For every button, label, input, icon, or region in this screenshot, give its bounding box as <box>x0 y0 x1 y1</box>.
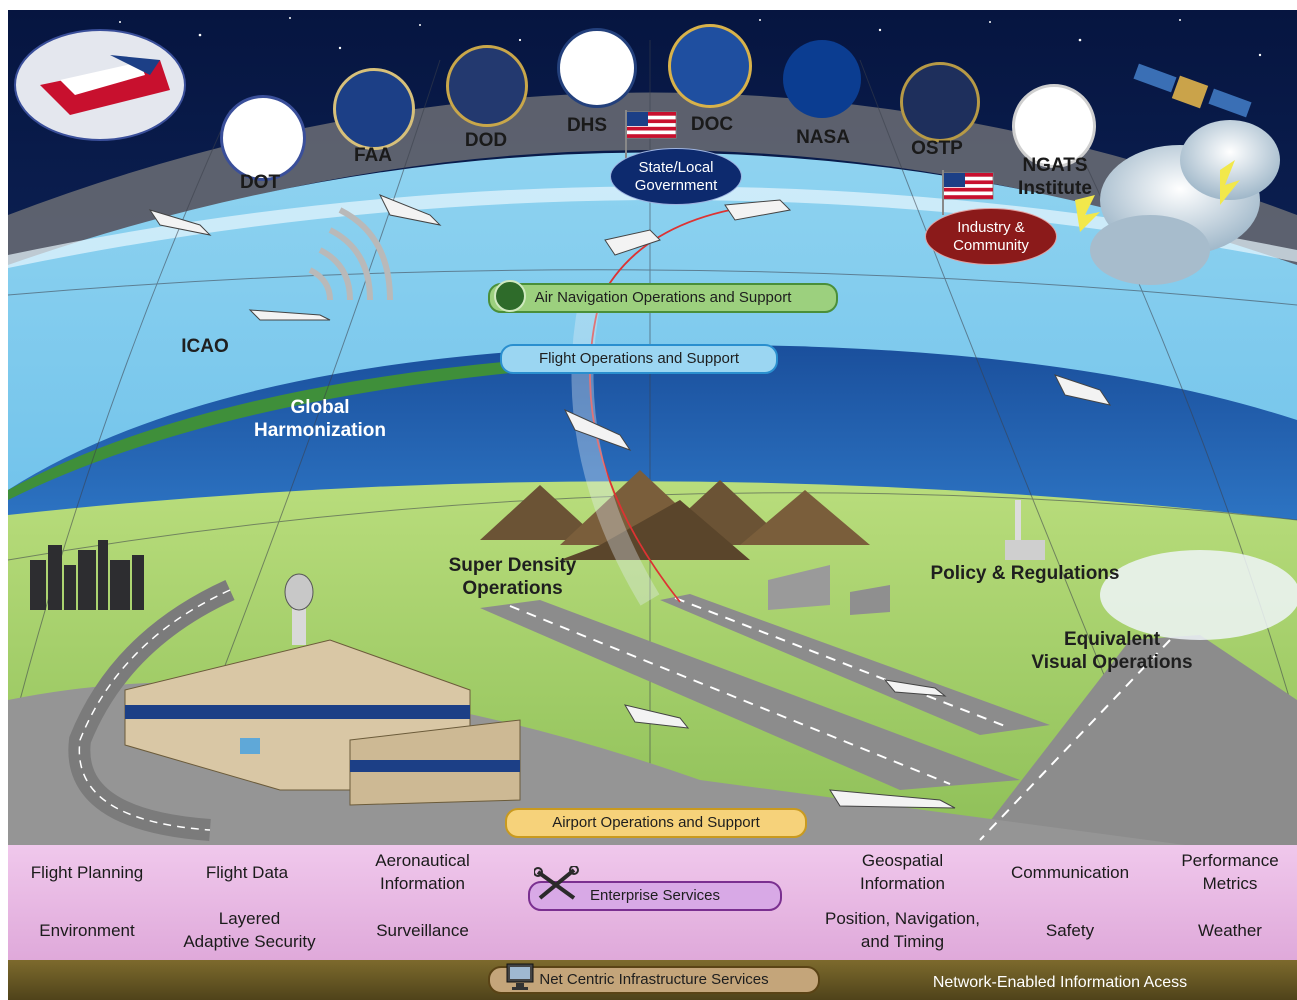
air-navigation-pill: Air Navigation Operations and Support <box>488 283 838 313</box>
flags <box>625 110 994 215</box>
radar-icon <box>494 280 526 312</box>
service-surveillance: Surveillance <box>376 920 469 940</box>
doc-seal <box>668 24 752 108</box>
state-local-government-oval: State/Local Government <box>610 148 742 205</box>
service-communication: Communication <box>1010 862 1130 882</box>
satellite <box>1133 63 1252 118</box>
service-layered-adaptive-security: Layered Adaptive Security <box>183 909 316 951</box>
nasa-logo <box>783 40 861 118</box>
policy-regulations-label: Policy & Regulations <box>930 563 1120 584</box>
service-performance-metrics: Performance Metrics <box>1181 851 1279 893</box>
dot-seal <box>220 95 306 181</box>
signal-waves <box>308 207 393 301</box>
office-buildings <box>768 500 1045 615</box>
service-flight-planning: Flight Planning <box>30 862 144 882</box>
service-safety: Safety <box>1045 920 1095 940</box>
service-aeronautical-information: Aeronautical Information <box>375 851 470 893</box>
global-harmonization-label: Global Harmonization <box>254 397 386 441</box>
agency-dod: DOD <box>464 130 508 151</box>
ngats-logo <box>1012 84 1096 168</box>
equivalent-visual-operations-label: Equivalent Visual Operations <box>1031 629 1193 673</box>
service-flight-data: Flight Data <box>205 862 289 882</box>
agency-ostp: OSTP <box>911 138 963 159</box>
agency-nasa: NASA <box>796 127 850 148</box>
mountains <box>480 470 870 560</box>
storm-cloud <box>1075 120 1280 285</box>
icao-label: ICAO <box>181 336 229 357</box>
jpdo-emblem <box>14 29 186 141</box>
network-enabled-information-access: Network-Enabled Information Acess <box>932 974 1188 991</box>
city-skyline <box>30 540 144 610</box>
ostp-seal <box>900 62 980 142</box>
agency-faa: FAA <box>354 145 392 166</box>
runways <box>8 594 1297 860</box>
net-centric-pill: Net Centric Infrastructure Services <box>488 966 820 994</box>
agency-doc: DOC <box>690 114 734 135</box>
service-position-navigation-timing: Position, Navigation, and Timing <box>825 909 980 951</box>
stars <box>29 17 1262 111</box>
service-environment: Environment <box>39 920 135 940</box>
agency-ngats: NGATS Institute <box>1018 155 1092 199</box>
faa-seal <box>333 68 415 150</box>
super-density-operations-label: Super Density Operations <box>448 555 577 599</box>
terminal-building <box>124 639 521 806</box>
industry-community-oval: Industry & Community <box>925 208 1057 265</box>
flight-trajectory <box>589 204 761 603</box>
flight-operations-pill: Flight Operations and Support <box>500 344 778 374</box>
control-tower <box>284 573 314 645</box>
airport-operations-pill: Airport Operations and Support <box>505 808 807 838</box>
dhs-seal <box>557 28 637 108</box>
enterprise-services-pill: Enterprise Services <box>528 881 782 911</box>
service-weather: Weather <box>1198 920 1262 940</box>
fog-cloud <box>1100 550 1297 640</box>
aircraft <box>148 194 1112 809</box>
agency-dhs: DHS <box>566 115 608 136</box>
service-geospatial-information: Geospatial Information <box>859 851 946 893</box>
wrench-icon <box>533 865 580 902</box>
monitor-icon <box>504 962 538 992</box>
dod-seal <box>446 45 528 127</box>
agency-dot: DOT <box>239 172 281 193</box>
